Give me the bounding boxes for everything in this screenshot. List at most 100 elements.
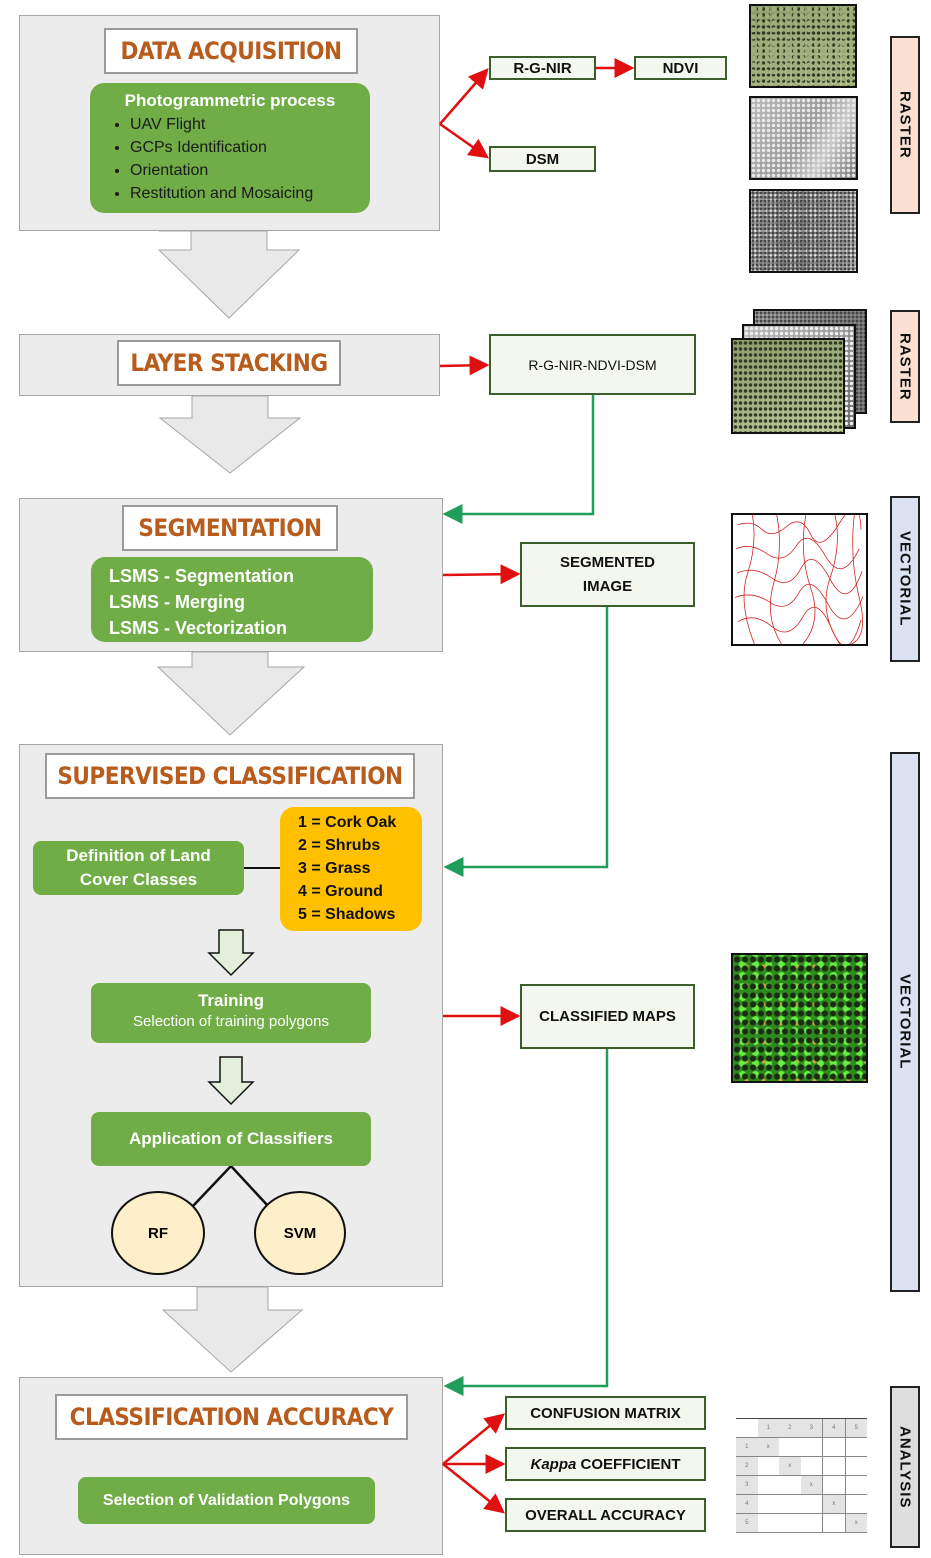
matrix-cell: x <box>779 1456 801 1476</box>
matrix-row: 5 x <box>736 1513 867 1533</box>
matrix-cell <box>779 1475 801 1495</box>
matrix-cell: 1 <box>736 1437 758 1457</box>
flow-arrow-1 <box>157 230 301 319</box>
matrix-cell: x <box>757 1437 779 1457</box>
matrix-row: 2 x <box>736 1456 867 1476</box>
flow-arrow-2 <box>158 395 302 474</box>
dsm-thumbnail <box>749 189 858 273</box>
confusion-matrix-table: 1 2 3 4 5 1 x 2 x 3 x <box>736 1419 867 1533</box>
rgnir-orthophoto-thumbnail <box>749 4 857 88</box>
segmentation-step: LSMS - Merging <box>109 592 245 612</box>
arrow-acq-to-rgnir <box>439 68 489 125</box>
segmented-image-thumbnail <box>731 513 868 646</box>
segmentation-steps-box: LSMS - Segmentation LSMS - Merging LSMS … <box>91 557 373 642</box>
classifier-rf: RF <box>111 1191 205 1275</box>
matrix-row: 1 x <box>736 1437 867 1457</box>
data-acquisition-title: DATA ACQUISITION <box>104 28 358 74</box>
matrix-cell <box>844 1475 867 1495</box>
training-subtitle: Selection of training polygons <box>133 1013 329 1030</box>
matrix-cell <box>779 1513 801 1533</box>
matrix-row: 3 x <box>736 1475 867 1495</box>
arrow-seg-to-output <box>442 564 521 585</box>
ndvi-thumbnail <box>749 96 858 180</box>
matrix-cell <box>779 1494 801 1514</box>
matrix-cell <box>822 1456 845 1476</box>
side-label-vectorial-1: VECTORIAL <box>890 496 920 662</box>
side-label-raster-2: RASTER <box>890 310 920 423</box>
segmentation-step: LSMS - Segmentation <box>109 566 295 586</box>
matrix-cell <box>822 1437 845 1457</box>
validation-polygons-box: Selection of Validation Polygons <box>78 1477 375 1524</box>
output-overall-accuracy: OVERALL ACCURACY <box>505 1498 706 1532</box>
side-label-text: ANALYSIS <box>896 1425 914 1509</box>
training-title: Training <box>197 991 265 1010</box>
step-item: Orientation <box>130 159 370 182</box>
matrix-cell: 3 <box>736 1475 758 1495</box>
definition-land-cover-label: Definition of Land Cover Classes <box>66 846 211 889</box>
photogrammetric-process-title: Photogrammetric process <box>124 91 336 110</box>
matrix-cell: x <box>822 1494 845 1514</box>
classifier-svm: SVM <box>254 1191 346 1275</box>
matrix-cell <box>800 1456 823 1476</box>
arrow-acc-to-confusion <box>442 1413 505 1465</box>
matrix-cell <box>757 1475 779 1495</box>
matrix-cell: 4 <box>736 1494 758 1514</box>
matrix-cell: 4 <box>822 1419 845 1438</box>
class-item: 5 = Shadows <box>298 906 396 923</box>
matrix-cell: 3 <box>800 1419 823 1438</box>
matrix-cell <box>844 1437 867 1457</box>
training-box: Training Selection of training polygons <box>91 983 371 1043</box>
matrix-cell: 5 <box>736 1513 758 1533</box>
matrix-cell <box>844 1456 867 1476</box>
application-classifiers-box: Application of Classifiers <box>91 1112 371 1166</box>
matrix-cell <box>844 1494 867 1514</box>
matrix-cell <box>757 1456 779 1476</box>
side-label-raster-1: RASTER <box>890 36 920 214</box>
output-confusion-matrix: CONFUSION MATRIX <box>505 1396 706 1430</box>
matrix-cell <box>800 1437 823 1457</box>
matrix-cell <box>736 1419 758 1438</box>
matrix-cell <box>800 1513 823 1533</box>
classification-accuracy-title: CLASSIFICATION ACCURACY <box>55 1394 408 1440</box>
application-classifiers-label: Application of Classifiers <box>128 1129 334 1148</box>
output-segmented-image: SEGMENTED IMAGE <box>520 542 695 607</box>
class-item: 4 = Ground <box>298 883 383 900</box>
land-cover-classes-box: 1 = Cork Oak 2 = Shrubs 3 = Grass 4 = Gr… <box>280 807 422 931</box>
matrix-cell <box>779 1437 801 1457</box>
segmentation-step: LSMS - Vectorization <box>109 618 288 638</box>
layer-stacking-title: LAYER STACKING <box>117 340 341 386</box>
stacked-layer-thumbnail-front <box>731 338 845 434</box>
matrix-cell <box>757 1494 779 1514</box>
output-kappa-coefficient: Kappa COEFFICIENT <box>505 1447 706 1481</box>
classified-map-thumbnail <box>731 953 868 1083</box>
matrix-cell: 2 <box>736 1456 758 1476</box>
matrix-header-row: 1 2 3 4 5 <box>736 1419 867 1438</box>
confusion-matrix-thumbnail: 1 2 3 4 5 1 x 2 x 3 x <box>736 1418 867 1533</box>
output-rgnir: R-G-NIR <box>489 56 596 80</box>
matrix-cell: x <box>844 1513 867 1533</box>
side-label-vectorial-2: VECTORIAL <box>890 752 920 1292</box>
output-dsm: DSM <box>489 146 596 172</box>
output-layer-stack: R-G-NIR-NDVI-DSM <box>489 334 696 395</box>
classifier-svm-label: SVM <box>283 1224 317 1242</box>
flow-arrow-4 <box>161 1286 304 1373</box>
matrix-cell: 2 <box>779 1419 801 1438</box>
arrow-acq-to-dsm <box>439 122 490 159</box>
matrix-cell: 5 <box>844 1419 867 1438</box>
side-label-text: VECTORIAL <box>896 531 914 627</box>
photogrammetric-steps: UAV Flight GCPs Identification Orientati… <box>90 113 370 205</box>
classifier-rf-label: RF <box>148 1224 168 1242</box>
step-item: UAV Flight <box>130 113 370 136</box>
output-ndvi: NDVI <box>634 56 727 80</box>
matrix-cell <box>822 1475 845 1495</box>
arrow-segmented-to-classification <box>443 607 609 877</box>
matrix-cell: x <box>800 1475 823 1495</box>
side-label-text: RASTER <box>896 332 914 401</box>
output-classified-maps: CLASSIFIED MAPS <box>520 984 695 1049</box>
arrow-maps-to-accuracy <box>443 1049 609 1396</box>
side-label-text: VECTORIAL <box>896 974 914 1070</box>
side-label-analysis: ANALYSIS <box>890 1386 920 1548</box>
step-item: Restitution and Mosaicing <box>130 182 370 205</box>
definition-connector <box>244 867 280 869</box>
segmentation-title: SEGMENTATION <box>122 505 338 551</box>
